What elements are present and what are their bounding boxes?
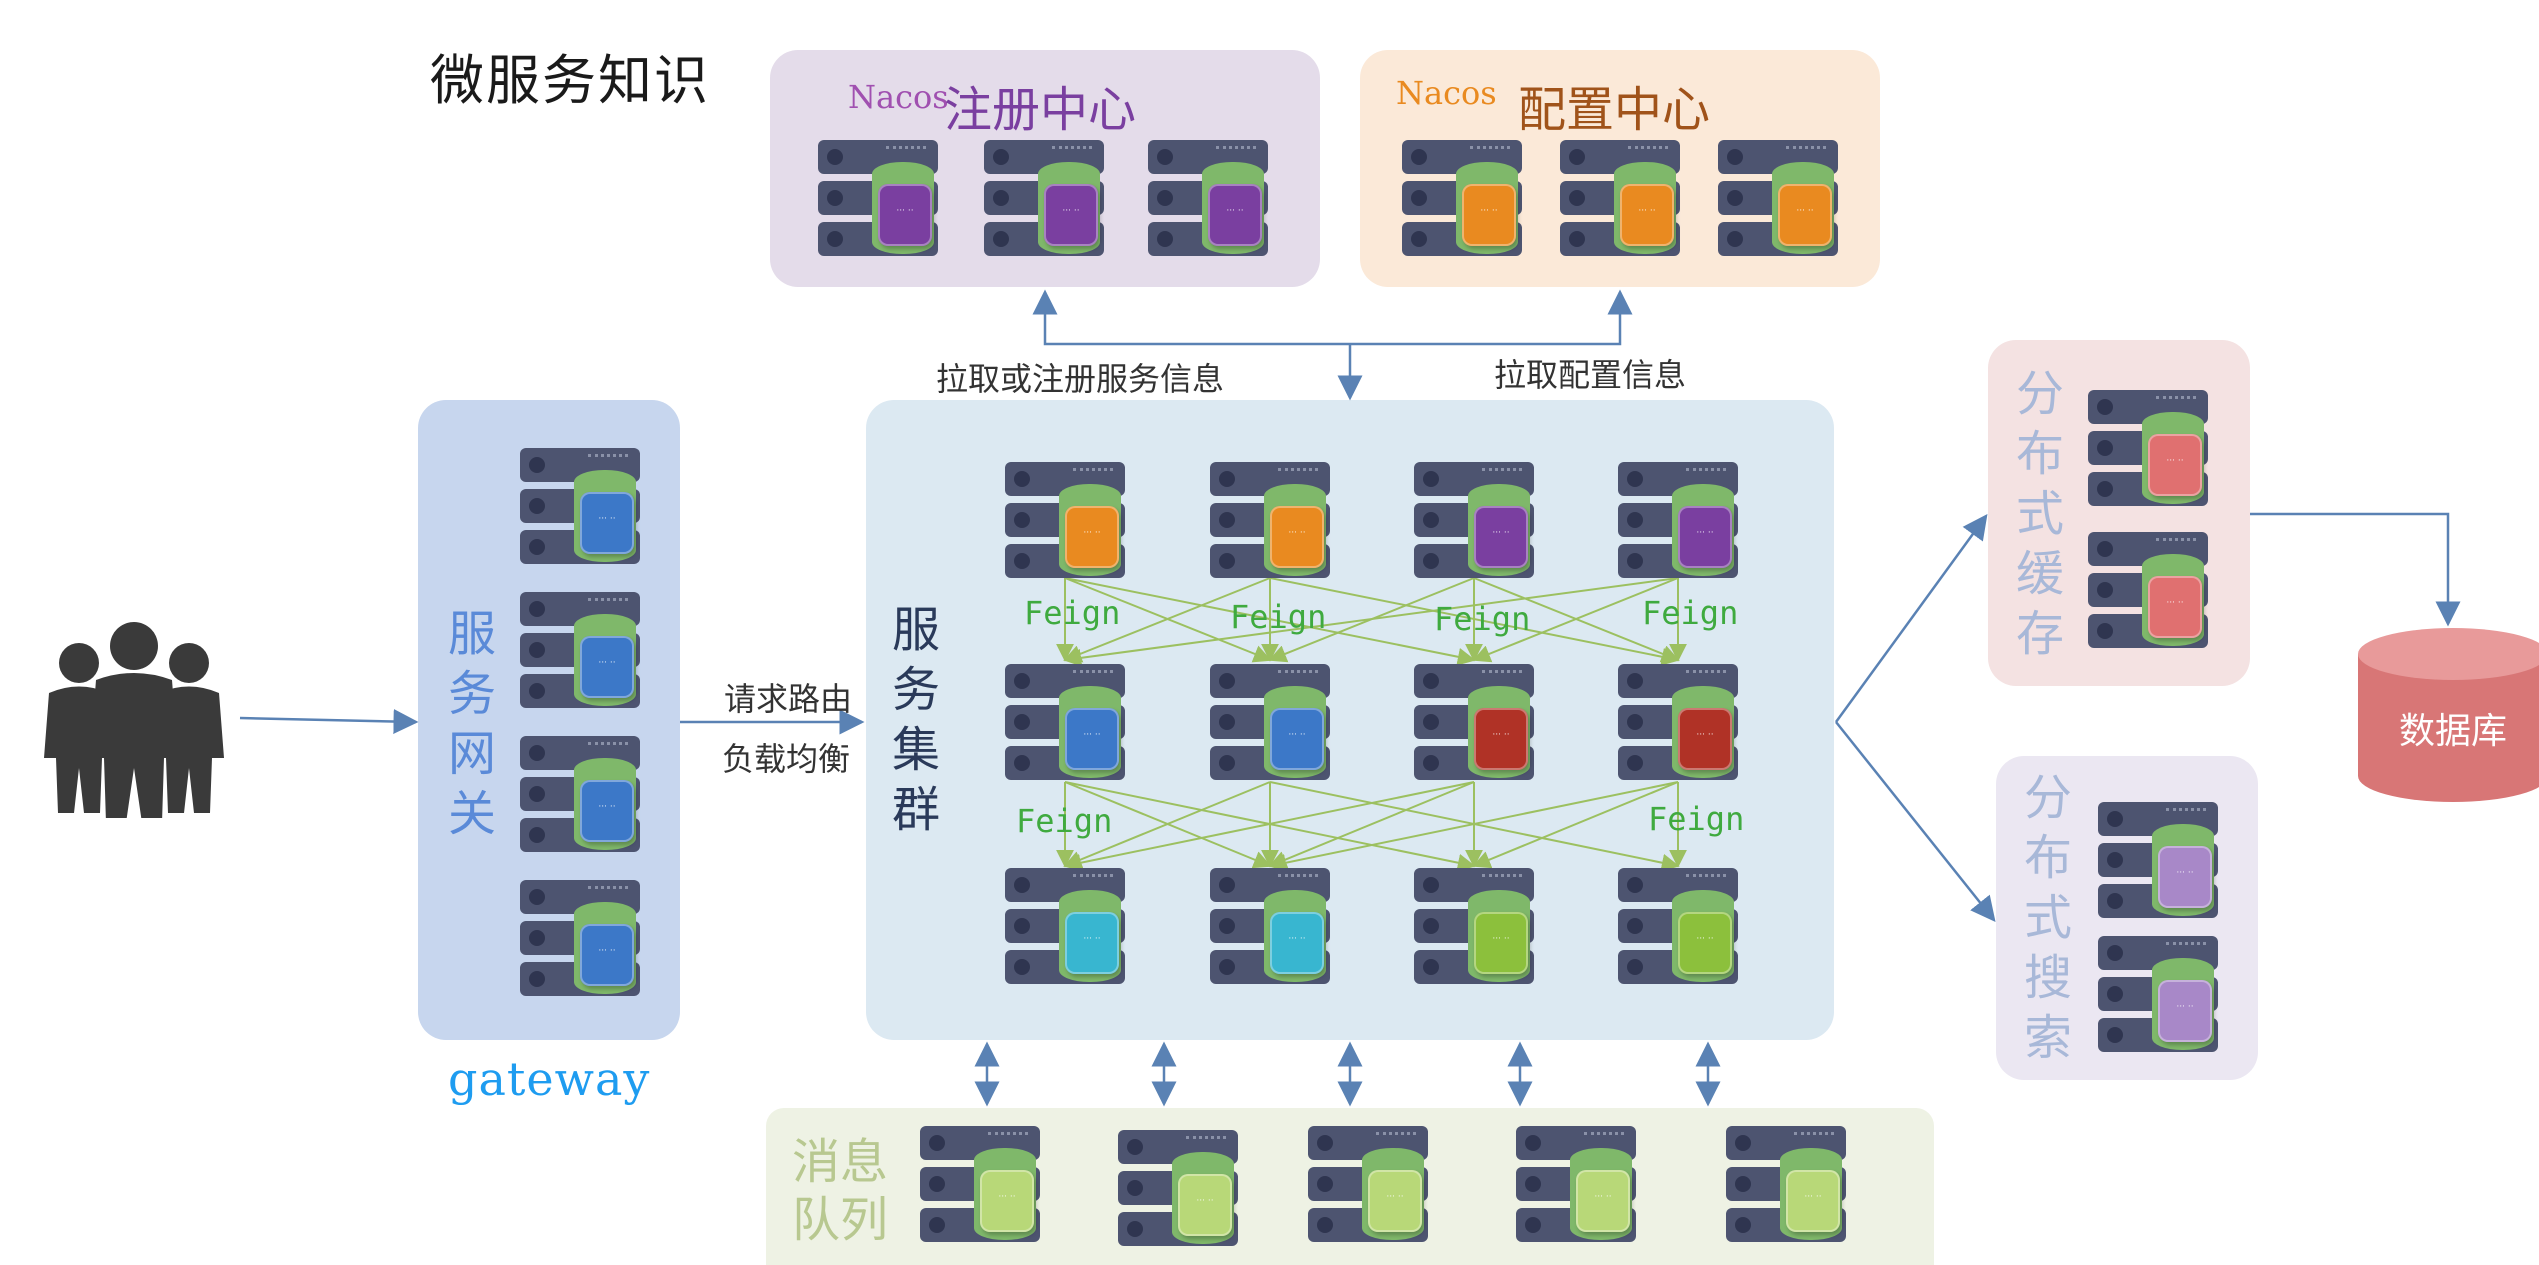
feign-label-6: Feign (1648, 800, 1745, 838)
registry-label: 注册中心 (944, 82, 1137, 138)
server-icon (1402, 140, 1522, 258)
server-icon (1308, 1126, 1428, 1244)
server-icon (1118, 1130, 1238, 1248)
server-icon (1005, 868, 1125, 986)
server-icon (2088, 532, 2208, 650)
cache-panel-label: 分 布 式 缓 存 (2015, 366, 2064, 662)
pull-config-label: 拉取配置信息 (1494, 356, 1687, 394)
feign-label-4: Feign (1642, 594, 1739, 632)
config-arrow (1350, 289, 1633, 346)
feign-label-5: Feign (1016, 802, 1113, 840)
feign-lines (1056, 577, 1687, 872)
cluster-panel-label: 服 务 集 群 (891, 602, 940, 838)
server-icon (818, 140, 938, 258)
mq-label-line1: 消息 (792, 1134, 889, 1190)
server-icon (1618, 868, 1738, 986)
database-icon (2358, 628, 2539, 802)
config-prefix: Nacos (1396, 74, 1497, 112)
server-icon (2098, 802, 2218, 920)
server-icon (1210, 868, 1330, 986)
server-icon (1414, 462, 1534, 580)
search-arrow (1835, 721, 1996, 922)
server-icon (1560, 140, 1680, 258)
database-label: 数据库 (2398, 711, 2507, 752)
server-icon (520, 448, 640, 566)
server-icon (1718, 140, 1838, 258)
server-icon (1726, 1126, 1846, 1244)
server-icon (1516, 1126, 1636, 1244)
gateway-panel-label: 服 务 网 关 (447, 606, 496, 842)
pull-register-label: 拉取或注册服务信息 (936, 360, 1225, 398)
server-icon (520, 880, 640, 998)
search-panel-label: 分 布 式 搜 索 (2023, 770, 2072, 1066)
server-icon (920, 1126, 1040, 1244)
registry-arrow (1032, 289, 1350, 346)
server-icon (1005, 664, 1125, 782)
route-label: 请求路由 (724, 680, 853, 718)
cache-arrow (1834, 513, 1988, 723)
registry-prefix: Nacos (848, 78, 949, 116)
server-icon (1414, 664, 1534, 782)
server-icon (1210, 462, 1330, 580)
gateway-name: gateway (448, 1052, 651, 1106)
diagram-title: 微服务知识 (430, 49, 710, 112)
config-label: 配置中心 (1518, 82, 1711, 138)
server-icon (1148, 140, 1268, 258)
db-arrow (2250, 512, 2461, 627)
feign-label-3: Feign (1434, 600, 1531, 638)
feign-label-1: Feign (1024, 594, 1121, 632)
people-group-icon (44, 622, 224, 818)
people-arrow (239, 708, 419, 734)
server-icon (1005, 462, 1125, 580)
server-icon (1414, 868, 1534, 986)
server-icon (520, 592, 640, 710)
server-icon (1618, 664, 1738, 782)
feign-label-2: Feign (1230, 598, 1327, 636)
mq-label-line2: 队列 (792, 1192, 889, 1248)
server-icon (1618, 462, 1738, 580)
load-balance-label: 负载均衡 (722, 740, 851, 778)
server-icon (1210, 664, 1330, 782)
server-icon (984, 140, 1104, 258)
server-icon (2098, 936, 2218, 1054)
server-icon (520, 736, 640, 854)
server-icon (2088, 390, 2208, 508)
